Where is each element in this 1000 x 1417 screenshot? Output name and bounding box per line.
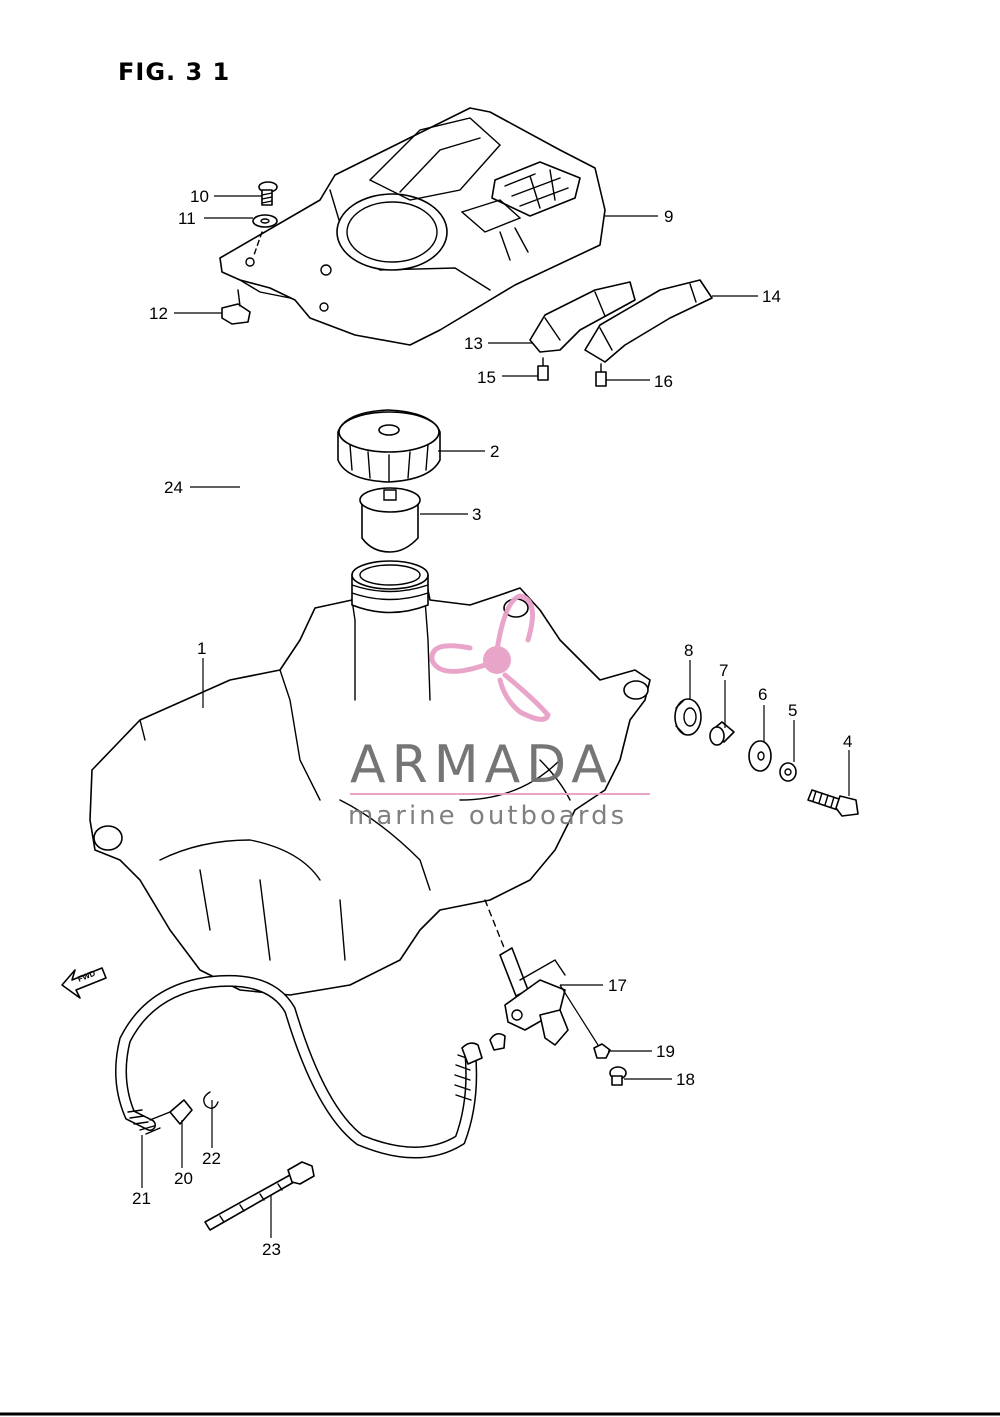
callout-6: 6 (758, 685, 767, 704)
callout-1: 1 (197, 639, 206, 658)
callout-8: 8 (684, 641, 693, 660)
callout-15: 15 (477, 368, 496, 387)
watermark-brand: ARMADA (350, 735, 613, 795)
callout-23: 23 (262, 1240, 281, 1259)
callout-16: 16 (654, 372, 673, 391)
part-15-bolt (537, 357, 549, 381)
part-22-clip (203, 1091, 219, 1109)
callout-2: 2 (490, 442, 499, 461)
callout-10: 10 (190, 187, 209, 206)
part-4-bolt (807, 789, 859, 817)
part-23-cable-tie (204, 1161, 315, 1231)
part-16-bolt (595, 363, 607, 387)
callout-3: 3 (472, 505, 481, 524)
callout-22: 22 (202, 1149, 221, 1168)
callout-19: 19 (656, 1042, 675, 1061)
callout-14: 14 (762, 287, 781, 306)
callout-12: 12 (149, 304, 168, 323)
callout-20: 20 (174, 1169, 193, 1188)
part-20-clamp (149, 1099, 193, 1125)
callout-7: 7 (719, 661, 728, 680)
callout-17: 17 (608, 976, 627, 995)
part-3-cap-gasket (359, 487, 421, 553)
part-17-fuel-cock (484, 899, 569, 1046)
part-8-grommet (674, 698, 702, 736)
part-14-bracket (584, 279, 713, 363)
callout-11: 11 (178, 209, 196, 228)
part-9-cover (219, 107, 606, 346)
part-21-fuel-hose (115, 974, 506, 1159)
part-24-breather-hose (236, 337, 399, 552)
callout-18: 18 (676, 1070, 695, 1089)
callout-5: 5 (788, 701, 797, 720)
part-5-washer (779, 762, 797, 782)
part-12-clip (221, 289, 251, 325)
part-2-fuel-cap (337, 409, 441, 483)
propeller-logo-icon (429, 593, 551, 722)
callout-4: 4 (843, 732, 852, 751)
armada-watermark: ARMADA marine outboards (348, 593, 650, 831)
watermark-tagline: marine outboards (348, 801, 627, 831)
part-11-washer (252, 214, 278, 228)
leader-lines (141, 195, 850, 1238)
fwd-direction-marker: FWD (61, 967, 107, 999)
callout-21: 21 (132, 1189, 151, 1208)
figure-title: FIG. 3 1 (118, 58, 231, 86)
callout-labels: 10 11 12 9 14 13 15 16 2 24 3 1 8 7 6 5 … (132, 187, 852, 1259)
callout-24: 24 (164, 478, 183, 497)
part-18-screw (609, 1066, 627, 1086)
callout-13: 13 (464, 334, 483, 353)
part-6-washer (748, 740, 772, 772)
part-7-collar (709, 721, 735, 746)
part-19-nut (593, 1043, 611, 1059)
part-10-screw (258, 181, 278, 206)
part-13-bracket (529, 281, 636, 353)
callout-9: 9 (664, 207, 673, 226)
